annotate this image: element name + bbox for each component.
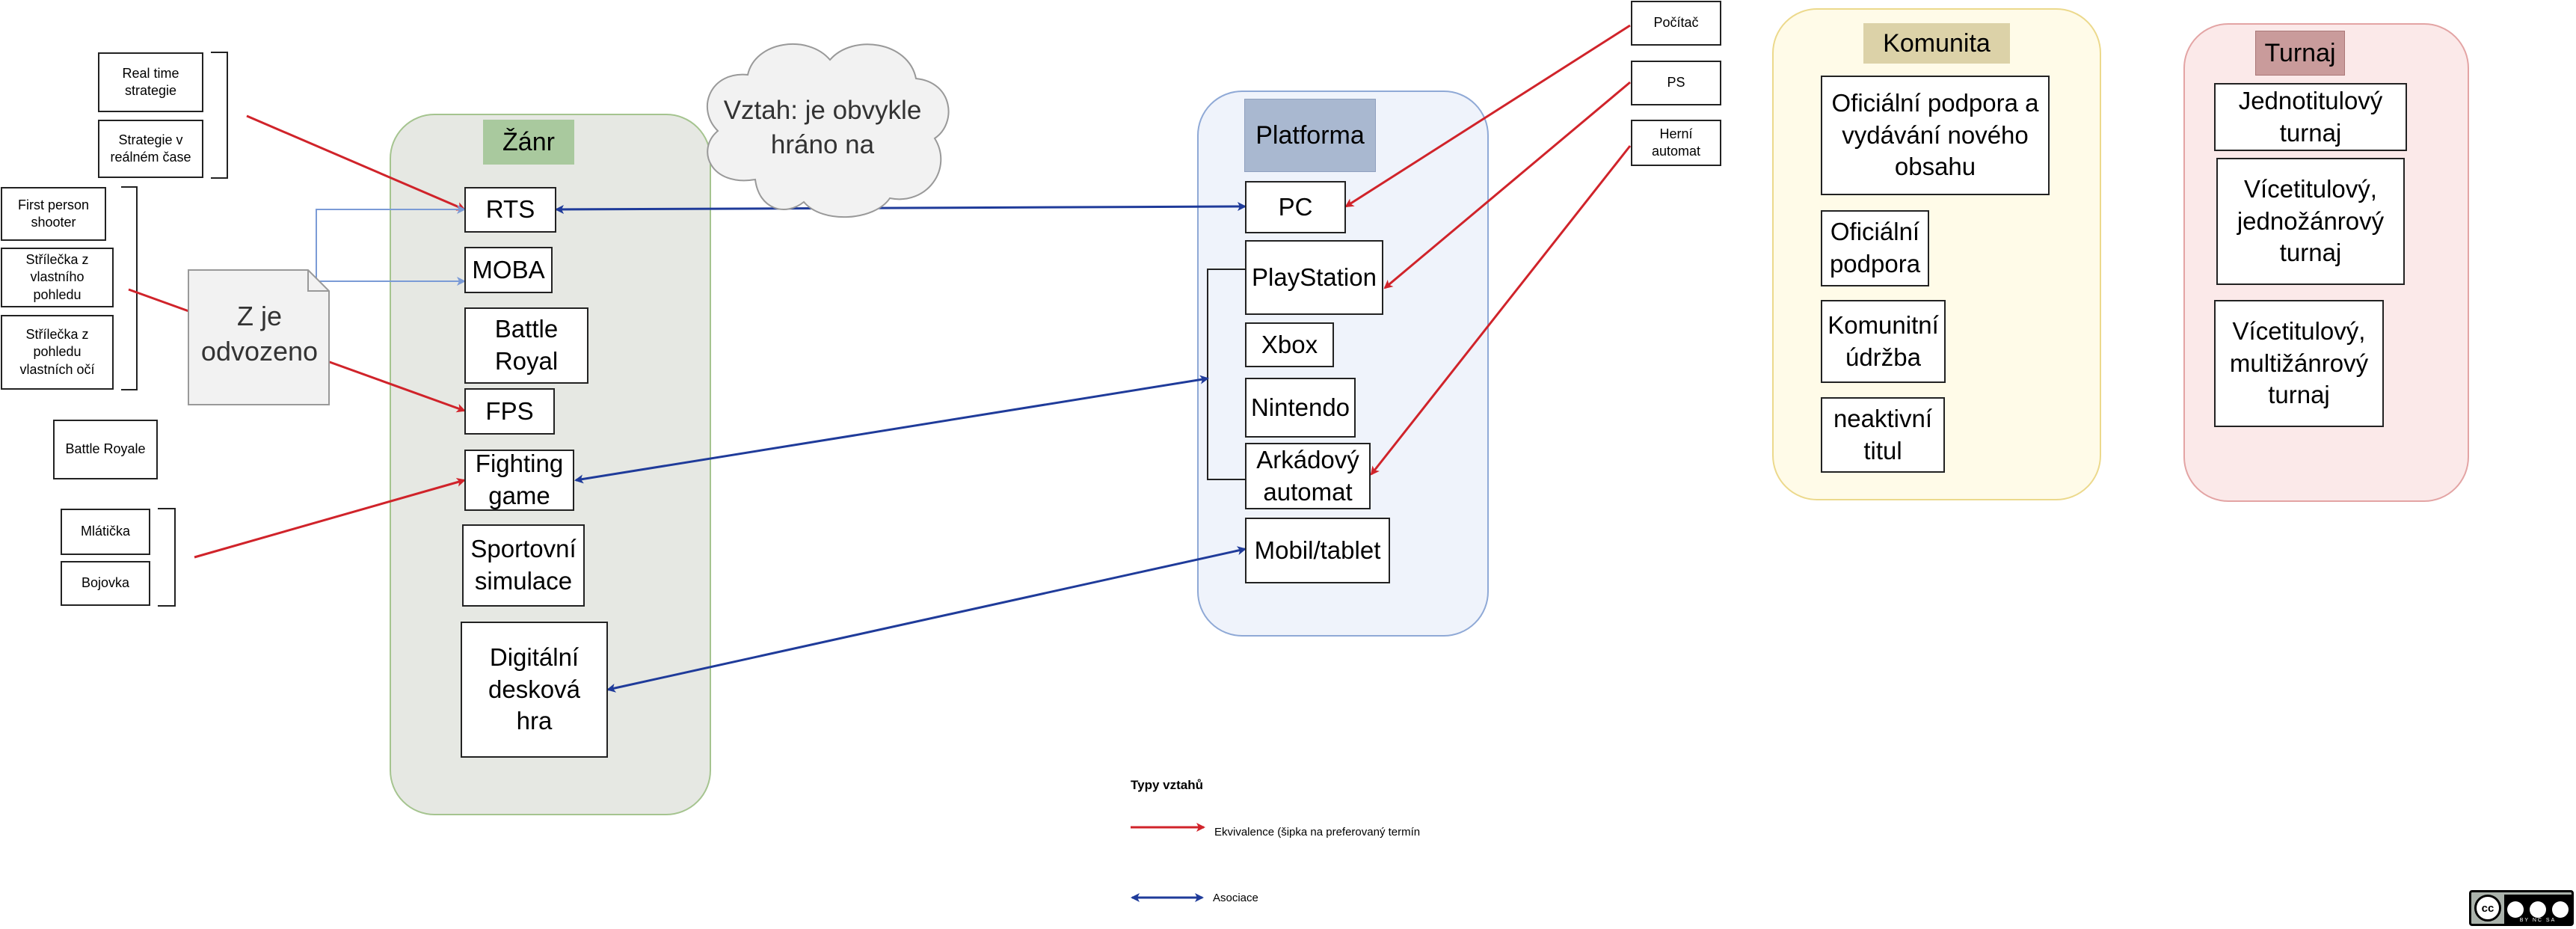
synonym-fps-1: First person shooter xyxy=(1,187,106,241)
synonym-fps-2: Střílečka z vlastního pohledu xyxy=(1,248,114,307)
turnaj-item-3: Vícetitulový, multižánrový turnaj xyxy=(2214,300,2384,427)
zanr-item-moba: MOBA xyxy=(464,247,553,293)
synonym-battle-royale: Battle Royale xyxy=(53,420,158,479)
legend-association-label: Asociace xyxy=(1213,892,1258,904)
platform-item-playstation: PlayStation xyxy=(1245,240,1383,315)
eq-arrow-ps xyxy=(1383,81,1631,289)
eq-arrow-arcade xyxy=(1370,145,1632,476)
eq-arrow-rts xyxy=(246,114,466,211)
zanr-item-sport: Sportovní simulace xyxy=(462,524,585,607)
zanr-item-fps: FPS xyxy=(464,388,555,435)
turnaj-item-1: Jednotitulový turnaj xyxy=(2214,83,2407,151)
cloud-shape xyxy=(706,43,950,218)
bracket-fighting xyxy=(158,508,176,607)
bracket-platform xyxy=(1207,269,1245,480)
license-sa-icon xyxy=(2552,901,2569,918)
assoc-arrow-board-mobile xyxy=(606,546,1246,693)
synonym-rts-1: Real time strategie xyxy=(98,52,203,112)
legend-equivalence-label: Ekvivalence (šipka na preferovaný termín xyxy=(1214,826,1421,838)
synonym-fps-3: Střílečka z pohledu vlastních očí xyxy=(1,315,114,390)
platform-item-pc: PC xyxy=(1245,181,1346,233)
synonym-rts-2: Strategie v reálném čase xyxy=(98,120,203,178)
license-cc-icon: cc xyxy=(2474,895,2501,922)
komunita-item-4: neaktivní titul xyxy=(1821,397,1945,473)
license-terms-text: BY NC SA xyxy=(2519,918,2557,923)
license-terms-bar xyxy=(2504,895,2572,925)
derived-note-text: Z je odvozeno xyxy=(200,301,319,367)
zanr-item-board: Digitální desková hra xyxy=(461,622,608,758)
derived-link-rts xyxy=(316,205,466,279)
license-cc-text: cc xyxy=(2481,901,2494,915)
license-nc-icon xyxy=(2530,901,2546,918)
license-badge: cc BY NC SA xyxy=(2469,890,2574,926)
platform-item-arcade: Arkádový automat xyxy=(1245,443,1371,509)
turnaj-item-2: Vícetitulový, jednožánrový turnaj xyxy=(2216,158,2405,285)
cloud-note-text: Vztah: je obvykle hráno na xyxy=(723,96,922,159)
zanr-item-fighting: Fighting game xyxy=(464,450,574,511)
synonym-platform-3: Herní automat xyxy=(1631,120,1721,166)
komunita-item-3: Komunitní údržba xyxy=(1821,300,1946,383)
synonym-platform-1: Počítač xyxy=(1631,1,1721,46)
zanr-item-rts: RTS xyxy=(464,187,556,233)
legend-title: Typy vztahů xyxy=(1131,778,1203,792)
synonym-fighting-1: Mlátička xyxy=(61,509,150,555)
assoc-arrow-rts-pc xyxy=(555,202,1246,214)
eq-arrow-fighting xyxy=(194,477,466,559)
assoc-arrow-fighting-console xyxy=(574,375,1209,484)
derived-link-moba xyxy=(316,277,466,286)
synonym-platform-2: PS xyxy=(1631,61,1721,105)
komunita-item-1: Oficiální podpora a vydávání nového obsa… xyxy=(1821,76,2050,195)
komunita-title: Komunita xyxy=(1863,23,2010,64)
platforma-title: Platforma xyxy=(1244,99,1376,172)
platform-item-xbox: Xbox xyxy=(1245,322,1334,367)
zanr-title: Žánr xyxy=(483,120,574,165)
turnaj-title: Turnaj xyxy=(2255,31,2345,76)
bracket-fps xyxy=(121,186,138,390)
license-by-icon xyxy=(2507,901,2524,918)
zanr-item-battle-royal: Battle Royal xyxy=(464,307,588,384)
komunita-item-2: Oficiální podpora xyxy=(1821,210,1929,286)
platform-item-nintendo: Nintendo xyxy=(1245,378,1356,438)
bracket-rts xyxy=(211,52,228,179)
eq-arrow-pc xyxy=(1344,24,1631,208)
derived-note-shape xyxy=(188,269,330,405)
platform-item-mobile: Mobil/tablet xyxy=(1245,518,1390,583)
synonym-fighting-2: Bojovka xyxy=(61,561,150,606)
